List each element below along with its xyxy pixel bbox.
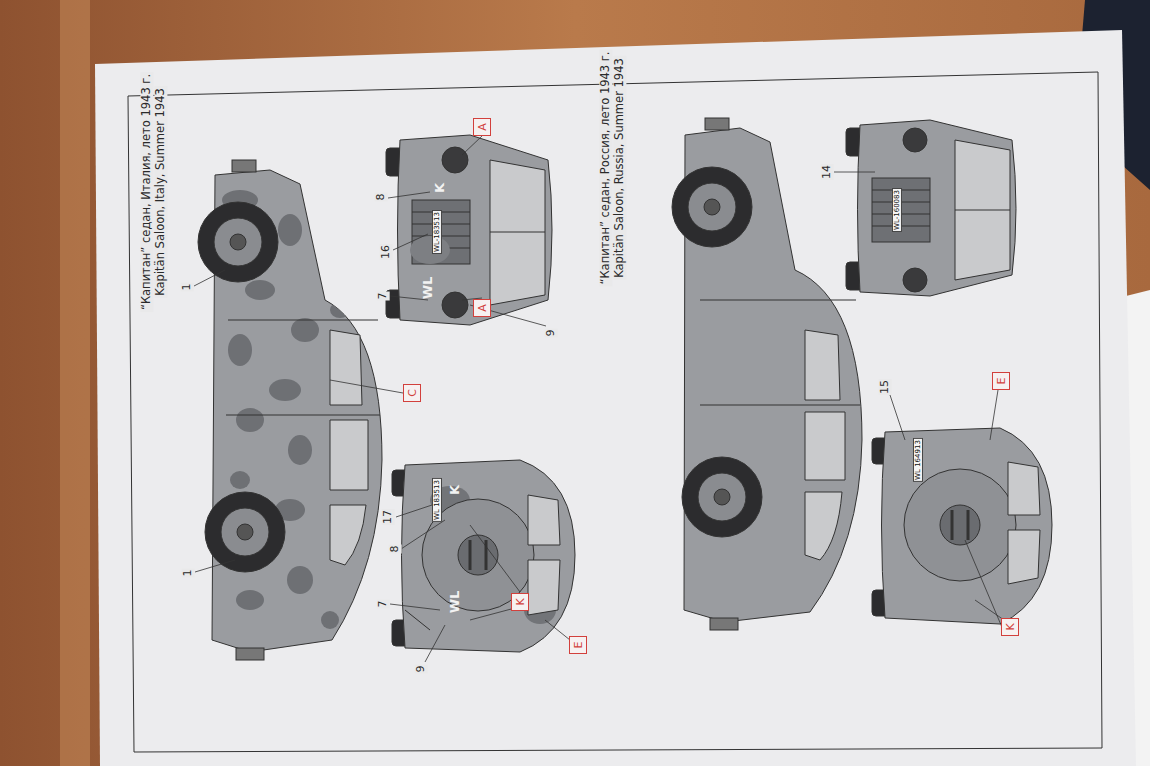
- paint-callout-box: E: [569, 636, 587, 654]
- callout-number: 7: [377, 292, 390, 301]
- paint-callout-box: K: [1001, 618, 1019, 636]
- paint-letter: K: [1005, 623, 1016, 630]
- callout-number: 16: [380, 244, 393, 260]
- plate-text: WL-183513: [432, 210, 442, 254]
- marking-text: K: [448, 483, 463, 497]
- paint-callout-box: A: [473, 118, 491, 136]
- callout-number: 1: [181, 283, 194, 292]
- paint-letter: E: [996, 378, 1007, 385]
- marking-text: WL: [448, 589, 463, 616]
- callout-number: 9: [545, 329, 558, 338]
- paint-callout-box: A: [473, 299, 491, 317]
- paint-callout-box: E: [992, 372, 1010, 390]
- caption-text: Kapitän Saloon, Italy, Summer 1943: [154, 86, 167, 298]
- paint-callout-box: C: [403, 384, 421, 402]
- paint-letter: A: [477, 304, 488, 312]
- callout-number: 14: [821, 164, 834, 180]
- callout-number: 8: [389, 545, 402, 554]
- plate-text: WL 164913: [913, 438, 923, 482]
- plate-text: WL 183513: [432, 478, 442, 522]
- callout-number: 15: [879, 379, 892, 395]
- paint-letter: K: [515, 598, 526, 605]
- paint-letter: A: [477, 123, 488, 131]
- caption-text: “Капитан” седан, Италия, лето 1943 г.: [140, 72, 153, 312]
- callout-number: 8: [375, 193, 388, 202]
- caption-text: Kapitän Saloon, Russia, Summer 1943: [613, 56, 626, 280]
- paint-letter: E: [573, 642, 584, 649]
- paint-letter: C: [407, 389, 418, 397]
- callout-number: 9: [415, 665, 428, 674]
- paint-callout-box: K: [511, 593, 529, 611]
- callout-number: 1: [182, 569, 195, 578]
- callout-number: 7: [377, 600, 390, 609]
- marking-text: WL: [421, 275, 436, 302]
- marking-text: K: [433, 181, 448, 195]
- callout-number: 17: [382, 509, 395, 525]
- plate-text: WL-160083: [892, 188, 902, 232]
- caption-text: “Капитан” седан, Россия, лето 1943 г.: [599, 49, 612, 286]
